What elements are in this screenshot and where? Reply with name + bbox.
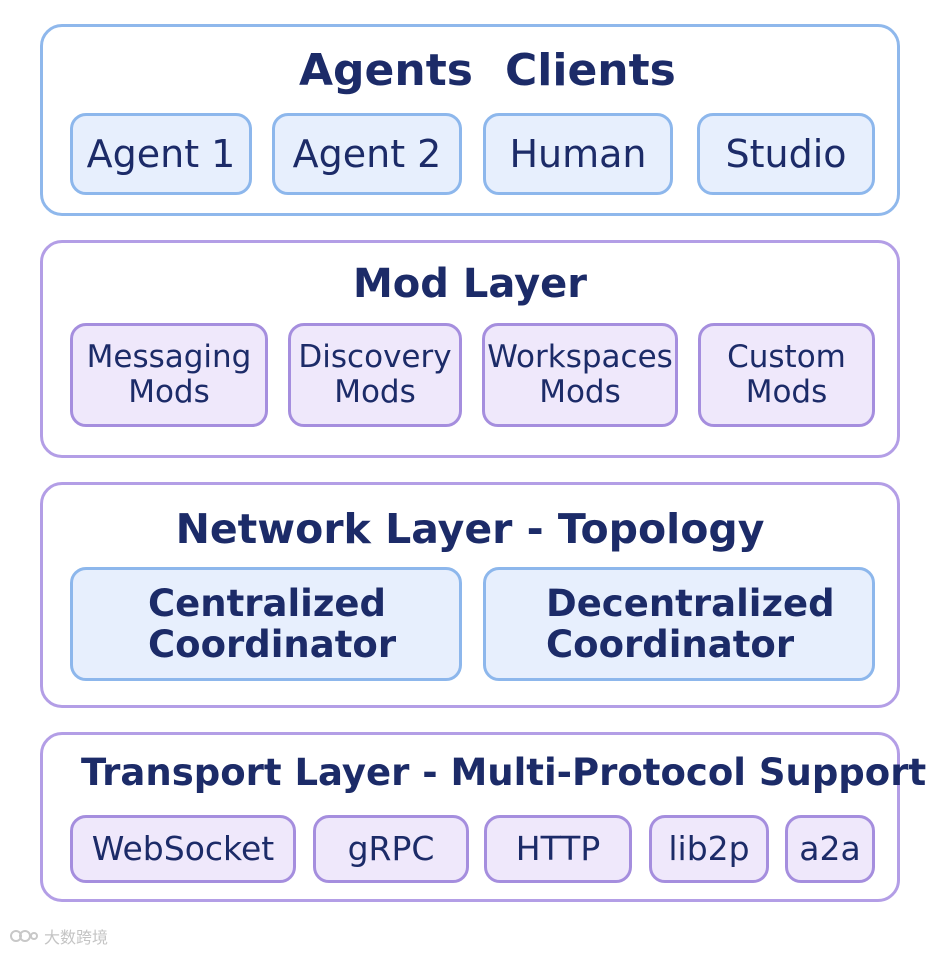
mod-layer-title: Mod Layer <box>352 261 588 307</box>
human-box: Human <box>483 113 673 195</box>
discovery-mods-line2: Mods <box>334 374 416 410</box>
agents-title: Agents <box>299 45 473 96</box>
lib2p-label: lib2p <box>668 828 750 868</box>
a2a-box: a2a <box>785 815 875 883</box>
workspaces-mods-box: Workspaces Mods <box>482 323 678 427</box>
network-layer-title: Network Layer - Topology <box>175 505 765 553</box>
workspaces-mods-line1: Workspaces <box>487 339 673 376</box>
watermark: 大数跨境 <box>10 924 108 948</box>
clients-title: Clients <box>505 45 676 96</box>
agent-1-label: Agent 1 <box>86 131 236 176</box>
http-label: HTTP <box>515 828 601 868</box>
agents-clients-layer: Agents Clients Agent 1 Agent 2 Human Stu… <box>40 24 900 216</box>
agent-2-label: Agent 2 <box>292 131 442 176</box>
watermark-text: 大数跨境 <box>44 928 109 947</box>
custom-mods-line2: Mods <box>745 374 828 410</box>
websocket-box: WebSocket <box>70 815 296 883</box>
transport-layer: Transport Layer - Multi-Protocol Support… <box>40 732 926 902</box>
centralized-coordinator-line1: Centralized <box>148 581 386 625</box>
grpc-label: gRPC <box>347 828 435 868</box>
agent-2-box: Agent 2 <box>272 113 462 195</box>
lib2p-box: lib2p <box>649 815 769 883</box>
human-label: Human <box>509 131 647 176</box>
messaging-mods-line1: Messaging <box>86 339 252 376</box>
centralized-coordinator-line2: Coordinator <box>148 623 397 666</box>
workspaces-mods-line2: Mods <box>539 374 621 410</box>
studio-label: Studio <box>725 131 847 176</box>
messaging-mods-line2: Mods <box>128 374 210 410</box>
decentralized-coordinator-box: Decentralized Coordinator <box>483 567 875 681</box>
studio-box: Studio <box>697 113 875 195</box>
decentralized-coordinator-line2: Coordinator <box>546 623 795 666</box>
a2a-label: a2a <box>799 828 861 868</box>
agent-1-box: Agent 1 <box>70 113 252 195</box>
network-layer: Network Layer - Topology Centralized Coo… <box>40 482 900 708</box>
custom-mods-line1: Custom <box>727 339 846 376</box>
mod-layer: Mod Layer Messaging Mods Discovery Mods … <box>40 240 900 458</box>
messaging-mods-box: Messaging Mods <box>70 323 268 427</box>
centralized-coordinator-box: Centralized Coordinator <box>70 567 462 681</box>
http-box: HTTP <box>484 815 632 883</box>
grpc-box: gRPC <box>313 815 469 883</box>
discovery-mods-box: Discovery Mods <box>288 323 462 427</box>
discovery-mods-line1: Discovery <box>298 339 452 376</box>
transport-layer-title: Transport Layer - Multi-Protocol Support <box>81 751 927 794</box>
decentralized-coordinator-line1: Decentralized <box>546 581 835 625</box>
custom-mods-box: Custom Mods <box>698 323 875 427</box>
websocket-label: WebSocket <box>91 828 275 868</box>
watermark-logo-icon <box>10 930 38 942</box>
